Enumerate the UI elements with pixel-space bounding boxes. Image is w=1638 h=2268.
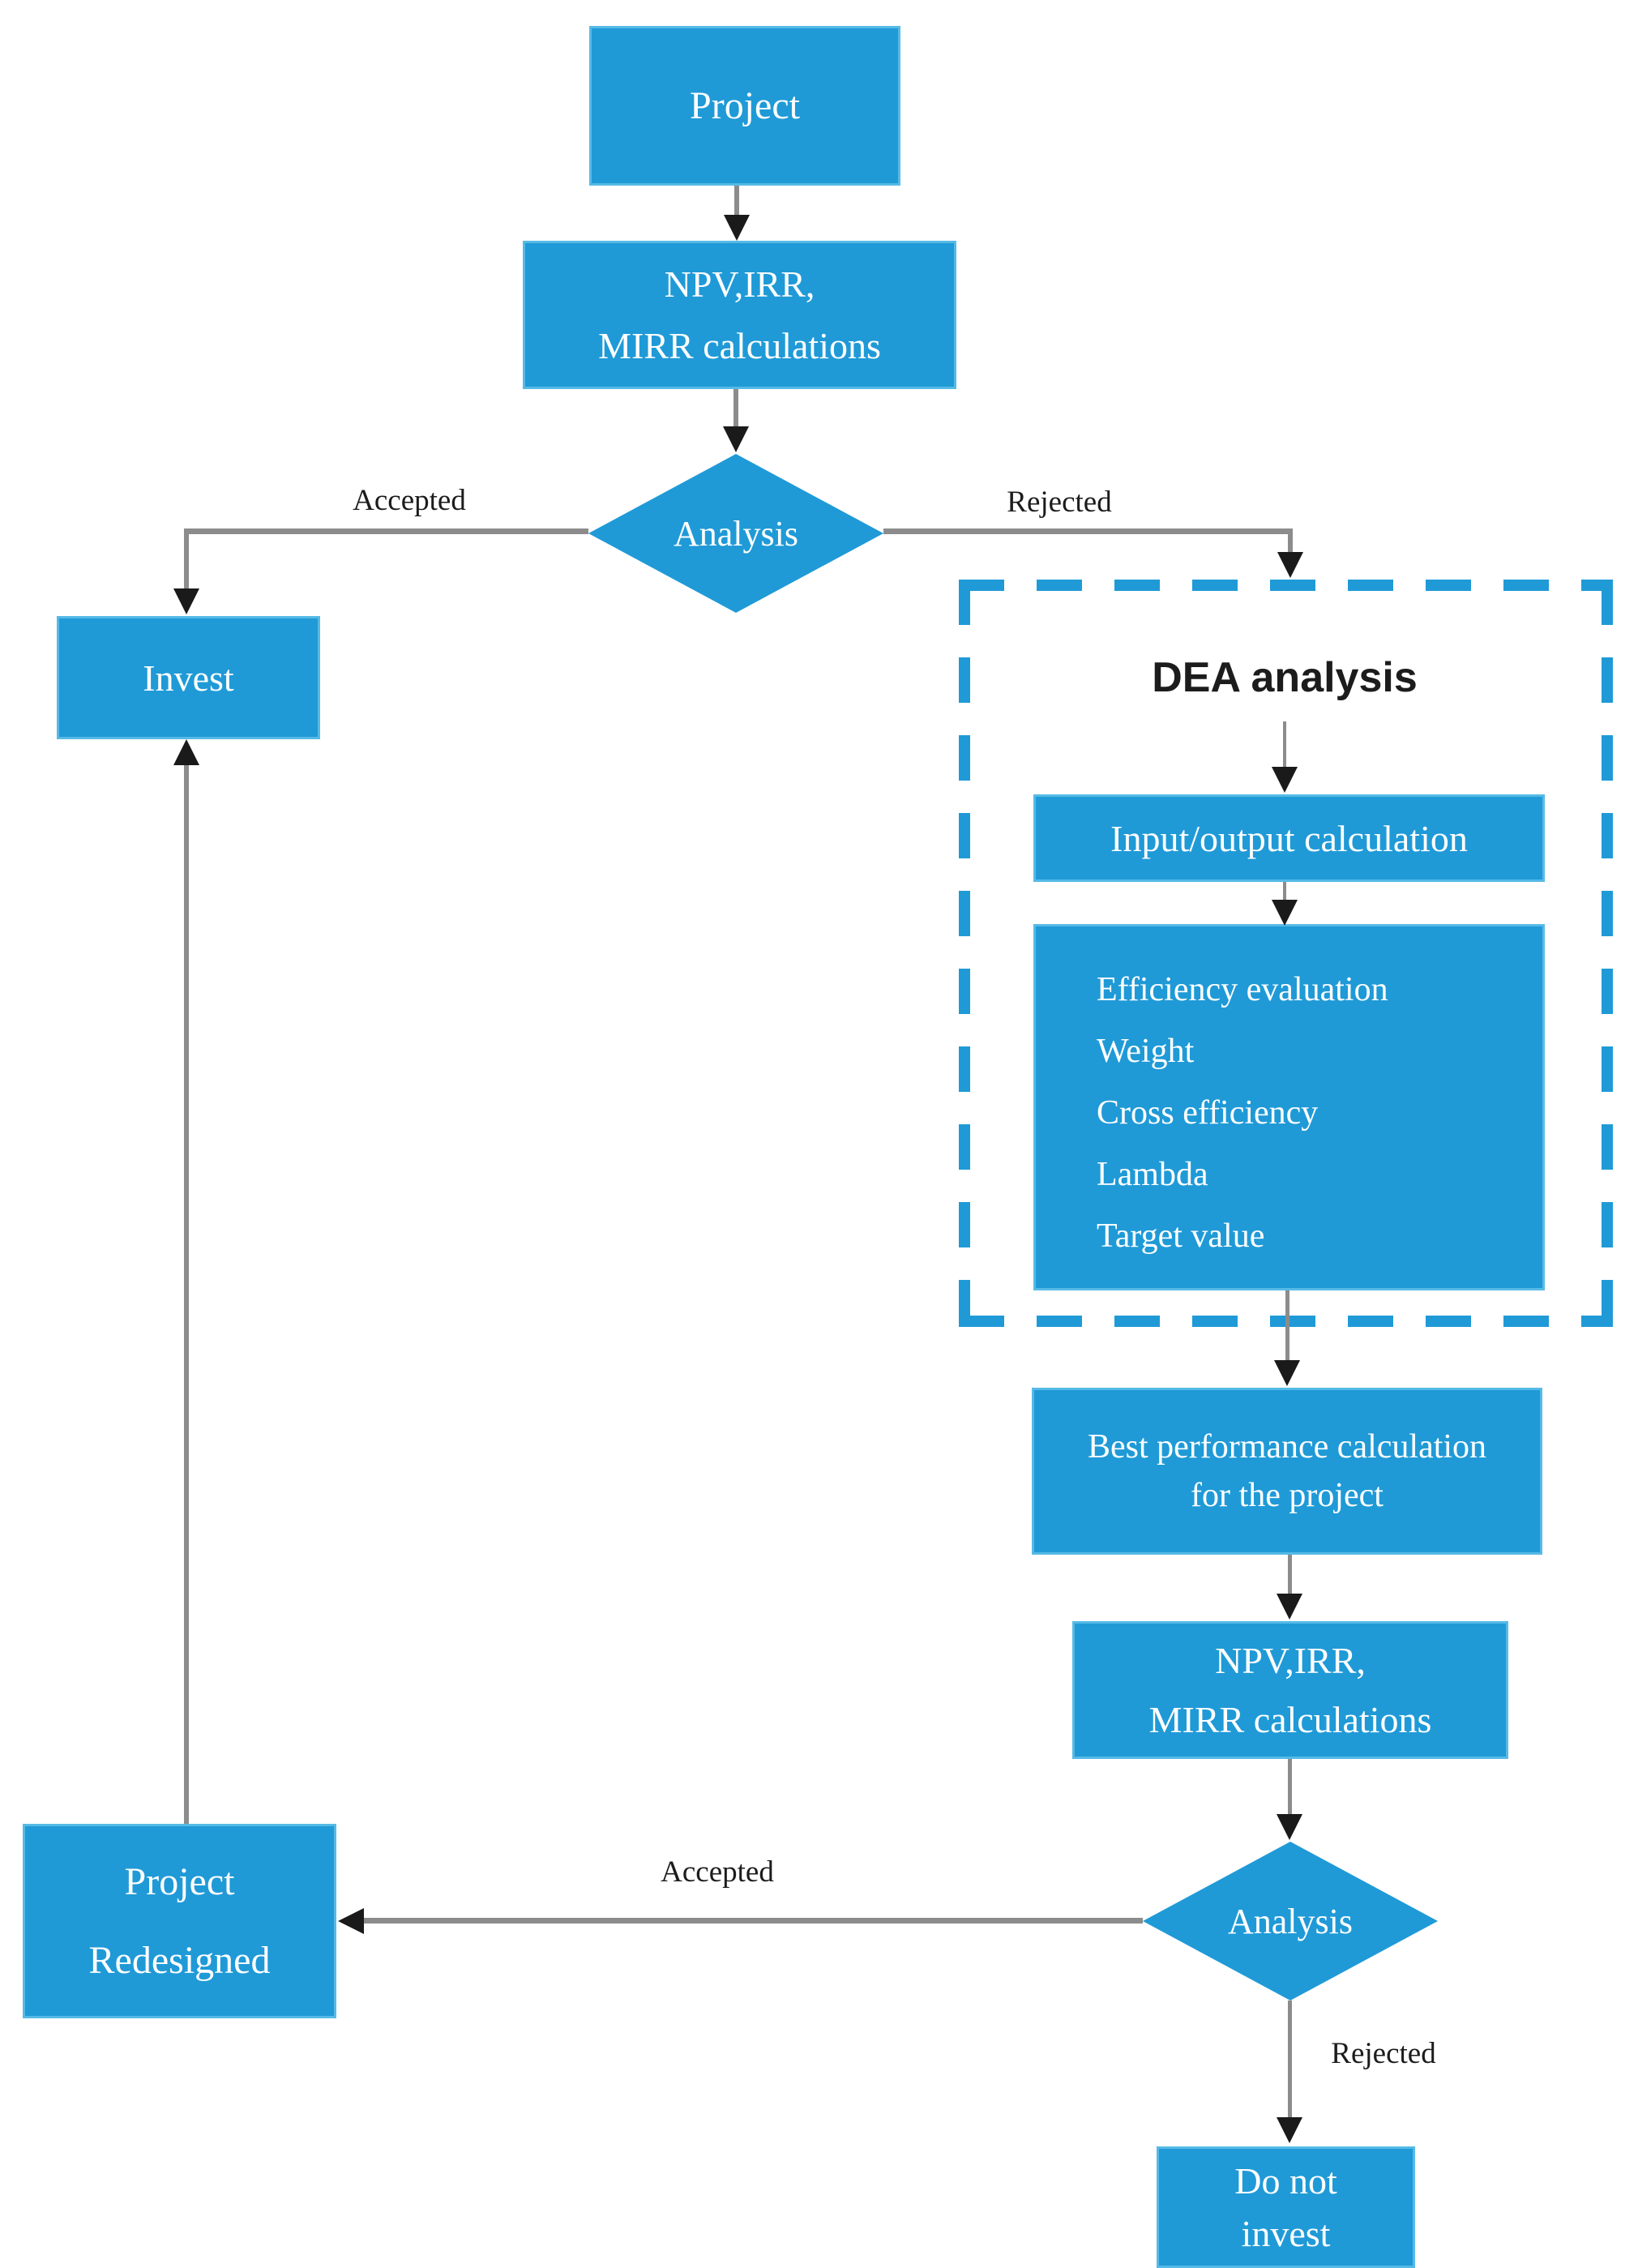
arrowhead-rejected2-to-donot	[1277, 2117, 1302, 2143]
node-dea-outputs-list: Efficiency evaluation Weight Cross effic…	[1033, 924, 1545, 1290]
arrowhead-rejected1-to-dea	[1277, 552, 1303, 578]
dashed-border-top	[959, 580, 1613, 591]
arrowhead-npv2-to-analysis2	[1277, 1814, 1302, 1840]
arrowhead-dea-to-input	[1272, 767, 1298, 793]
list-item-weight: Weight	[1097, 1033, 1195, 1070]
dea-dashed-container	[959, 580, 1613, 1327]
edge-label-accepted-2: Accepted	[661, 1855, 774, 1889]
node-do-not-invest-line2: invest	[1241, 2213, 1331, 2255]
node-project-redesigned-line1: Project	[124, 1860, 235, 1904]
node-project-redesigned-line2: Redesigned	[88, 1938, 271, 1982]
node-invest: Invest	[57, 616, 320, 739]
list-item-cross-efficiency: Cross efficiency	[1097, 1094, 1319, 1132]
decision-analysis-2: Analysis	[1143, 1842, 1438, 2001]
arrowhead-accepted1-to-invest	[173, 588, 199, 614]
arrowhead-accepted2-to-redesigned	[338, 1908, 364, 1934]
node-input-output-calculation: Input/output calculation	[1033, 794, 1545, 882]
node-do-not-invest: Do not invest	[1157, 2146, 1415, 2268]
dea-analysis-title: DEA analysis	[1152, 654, 1418, 701]
connector-npv2-to-analysis2	[1288, 1759, 1292, 1817]
node-best-performance: Best performance calculation for the pro…	[1032, 1388, 1542, 1555]
node-npv1-line2: MIRR calculations	[598, 325, 881, 367]
arrowhead-redesigned-to-invest	[173, 739, 199, 765]
connector-rejected2-vertical	[1288, 2001, 1292, 2119]
decision-analysis-1-label: Analysis	[674, 513, 798, 554]
node-npv2-line1: NPV,IRR,	[1215, 1640, 1366, 1682]
edge-label-rejected-1: Rejected	[1007, 486, 1112, 519]
arrowhead-npv1-to-analysis1	[723, 426, 749, 452]
node-project: Project	[589, 26, 900, 186]
list-item-efficiency-evaluation: Efficiency evaluation	[1097, 971, 1388, 1008]
connector-accepted1-horizontal	[186, 528, 588, 534]
edge-label-rejected-2: Rejected	[1331, 2037, 1436, 2070]
connector-accepted2-horizontal	[364, 1918, 1143, 1924]
node-project-redesigned: Project Redesigned	[23, 1824, 336, 2018]
edge-label-accepted-1: Accepted	[353, 484, 466, 517]
arrowhead-list-to-best	[1274, 1360, 1300, 1386]
connector-rejected1-horizontal	[883, 528, 1290, 534]
arrowhead-project-to-npv1	[724, 215, 750, 241]
dashed-border-left	[959, 580, 970, 1327]
node-invest-label: Invest	[143, 657, 234, 699]
node-npv-irr-mirr-1: NPV,IRR, MIRR calculations	[523, 241, 956, 389]
decision-analysis-2-label: Analysis	[1228, 1901, 1353, 1941]
connector-input-to-list	[1283, 882, 1286, 903]
dashed-border-right	[1602, 580, 1613, 1327]
connector-rejected1-vertical	[1288, 528, 1293, 555]
list-item-lambda: Lambda	[1097, 1156, 1208, 1193]
node-project-label: Project	[690, 84, 800, 127]
list-item-target-value: Target value	[1097, 1217, 1265, 1255]
arrowhead-best-to-npv2	[1277, 1594, 1302, 1620]
node-best-performance-line1: Best performance calculation	[1087, 1428, 1487, 1466]
connector-project-to-npv1	[734, 186, 739, 218]
node-npv1-line1: NPV,IRR,	[664, 263, 815, 305]
node-npv-irr-mirr-2: NPV,IRR, MIRR calculations	[1072, 1621, 1508, 1759]
connector-redesigned-to-invest	[184, 765, 189, 1824]
node-best-performance-line2: for the project	[1191, 1477, 1384, 1514]
arrowhead-input-to-list	[1272, 900, 1298, 926]
node-input-output-label: Input/output calculation	[1110, 817, 1468, 859]
connector-list-to-best	[1285, 1290, 1289, 1362]
connector-accepted1-vertical	[184, 528, 189, 590]
connector-npv1-to-analysis1	[733, 389, 738, 430]
connector-dea-to-input	[1283, 721, 1286, 770]
connector-best-to-npv2	[1288, 1555, 1292, 1597]
node-npv2-line2: MIRR calculations	[1148, 1698, 1432, 1740]
node-do-not-invest-line1: Do not	[1234, 2159, 1337, 2202]
decision-analysis-1: Analysis	[588, 454, 883, 613]
